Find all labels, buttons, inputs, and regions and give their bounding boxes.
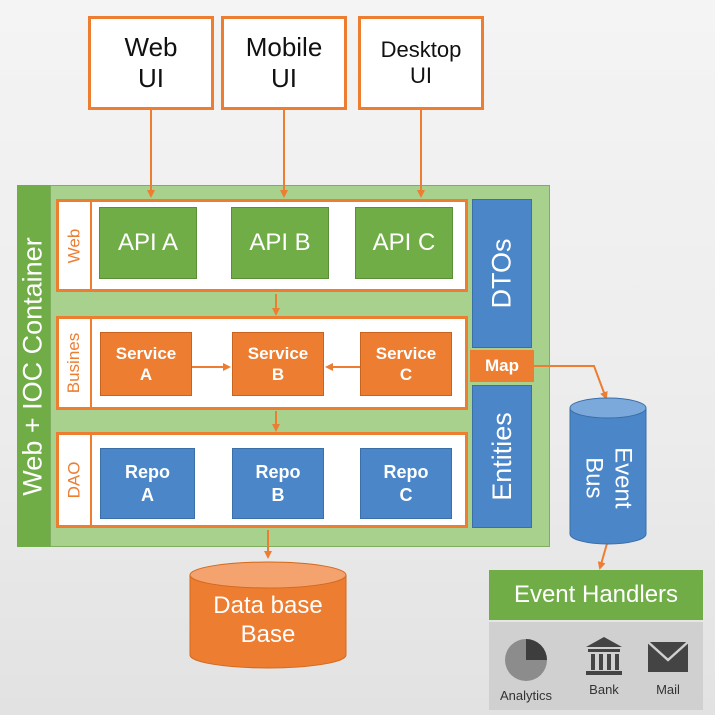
dao-layer-label: DAO bbox=[59, 435, 92, 525]
web-ui-label: Web UI bbox=[124, 31, 178, 93]
business-layer-label: Busines bbox=[59, 319, 92, 407]
analytics-item: Analytics bbox=[491, 634, 561, 703]
api-a-box: API A bbox=[99, 207, 197, 279]
web-layer-label: Web bbox=[59, 202, 92, 289]
mail-label: Mail bbox=[656, 682, 680, 697]
map-box: Map bbox=[470, 350, 534, 382]
repo-b-box: Repo B bbox=[232, 448, 324, 519]
bank-label: Bank bbox=[589, 682, 619, 697]
event-bus-label: Event Bus bbox=[581, 446, 637, 509]
desktop-ui-label: Desktop UI bbox=[380, 36, 462, 88]
database-cylinder bbox=[189, 561, 347, 669]
mobile-ui-label: Mobile UI bbox=[245, 31, 323, 93]
ioc-container-label: Web + IOC Container bbox=[17, 185, 50, 547]
arrow-map-to-event-bus bbox=[534, 365, 608, 400]
service-a-box: Service A bbox=[100, 332, 192, 396]
mobile-ui-box: Mobile UI bbox=[221, 16, 347, 110]
analytics-label: Analytics bbox=[499, 688, 553, 703]
bank-item: Bank bbox=[569, 634, 639, 697]
api-b-box: API B bbox=[231, 207, 329, 279]
event-bus-cylinder bbox=[569, 397, 647, 545]
dtos-box: DTOs bbox=[472, 199, 532, 348]
pie-chart-icon bbox=[505, 639, 547, 681]
arrow-event-bus-to-handlers bbox=[597, 539, 609, 570]
event-handlers-box: Event Handlers bbox=[489, 570, 703, 620]
handler-icons-panel: Analytics Bank Mail bbox=[489, 622, 703, 710]
service-c-box: Service C bbox=[360, 332, 452, 396]
desktop-ui-box: Desktop UI bbox=[358, 16, 484, 110]
web-ui-box: Web UI bbox=[88, 16, 214, 110]
entities-box: Entities bbox=[472, 385, 532, 528]
database-label: Data base Base bbox=[213, 592, 323, 648]
bank-icon bbox=[586, 637, 622, 675]
repo-c-box: Repo C bbox=[360, 448, 452, 519]
mail-icon bbox=[647, 641, 689, 672]
mail-item: Mail bbox=[633, 634, 703, 697]
service-b-box: Service B bbox=[232, 332, 324, 396]
api-c-box: API C bbox=[355, 207, 453, 279]
repo-a-box: Repo A bbox=[100, 448, 195, 519]
